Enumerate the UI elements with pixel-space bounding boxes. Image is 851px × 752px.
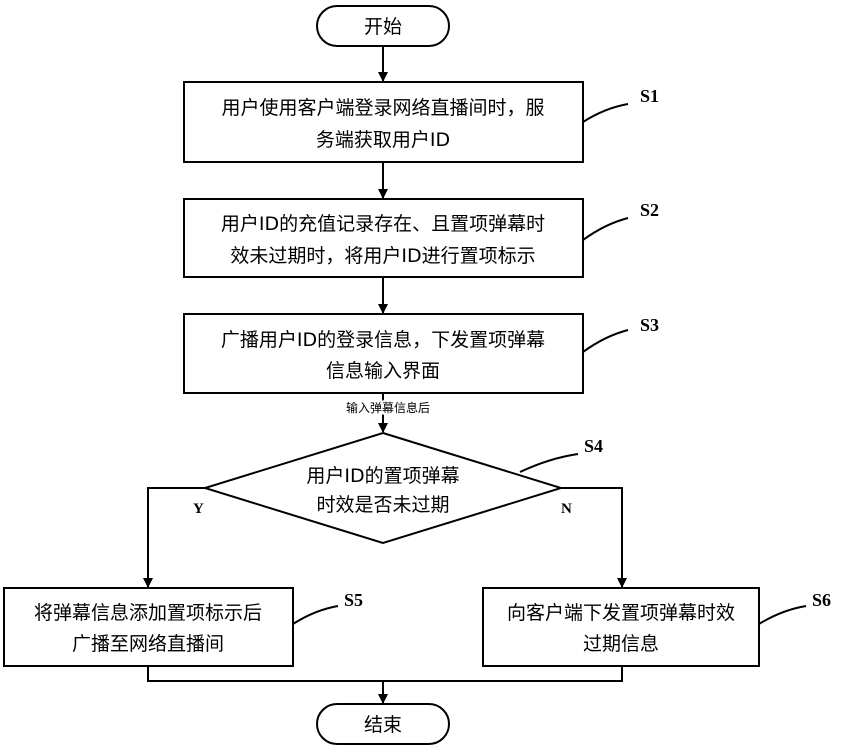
- s3-leader: [583, 330, 628, 352]
- yes-label: Y: [193, 501, 204, 517]
- step-s5: 将弹幕信息添加置项标示后 广播至网络直播间: [4, 588, 293, 666]
- step-s3: 广播用户ID的登录信息，下发置项弹幕 信息输入界面: [184, 314, 583, 393]
- s2-line1: 用户ID的充值记录存在、且置项弹幕时: [221, 213, 545, 235]
- s6-line1: 向客户端下发置项弹幕时效: [507, 602, 735, 624]
- step-s1: 用户使用客户端登录网络直播间时，服 务端获取用户ID: [184, 82, 583, 162]
- s1-label: S1: [640, 86, 659, 106]
- s3-label: S3: [640, 315, 659, 335]
- s6-leader: [759, 606, 806, 624]
- step-s2: 用户ID的充值记录存在、且置项弹幕时 效未过期时，将用户ID进行置项标示: [184, 199, 583, 277]
- s4-line1: 用户ID的置项弹幕: [306, 465, 459, 487]
- s4-line2: 时效是否未过期: [316, 494, 449, 516]
- s3-line1: 广播用户ID的登录信息，下发置项弹幕: [221, 329, 545, 351]
- s2-leader: [583, 218, 628, 240]
- start-text: 开始: [364, 16, 402, 38]
- step-s6: 向客户端下发置项弹幕时效 过期信息: [483, 588, 759, 666]
- s4-leader: [520, 454, 578, 472]
- decision-s4: 用户ID的置项弹幕 时效是否未过期: [205, 433, 561, 543]
- s6-line2: 过期信息: [583, 633, 659, 655]
- s5-line2: 广播至网络直播间: [72, 633, 224, 655]
- end-node: 结束: [317, 704, 449, 744]
- s5-line1: 将弹幕信息添加置项标示后: [34, 602, 262, 624]
- s1-leader: [583, 104, 628, 122]
- no-label: N: [561, 501, 572, 517]
- s5-leader: [293, 606, 338, 624]
- s5-label: S5: [344, 590, 363, 610]
- s3-line2: 信息输入界面: [326, 360, 440, 382]
- s2-line2: 效未过期时，将用户ID进行置项标示: [230, 245, 535, 267]
- s4-label: S4: [584, 436, 603, 456]
- edge-merge: [148, 666, 622, 681]
- edge-s3-s4-label: 输入弹幕信息后: [346, 400, 430, 415]
- s6-label: S6: [812, 590, 831, 610]
- s2-label: S2: [640, 200, 659, 220]
- s1-line1: 用户使用客户端登录网络直播间时，服: [221, 97, 544, 119]
- start-node: 开始: [317, 6, 449, 46]
- s1-line2: 务端获取用户ID: [316, 129, 450, 151]
- end-text: 结束: [364, 714, 402, 736]
